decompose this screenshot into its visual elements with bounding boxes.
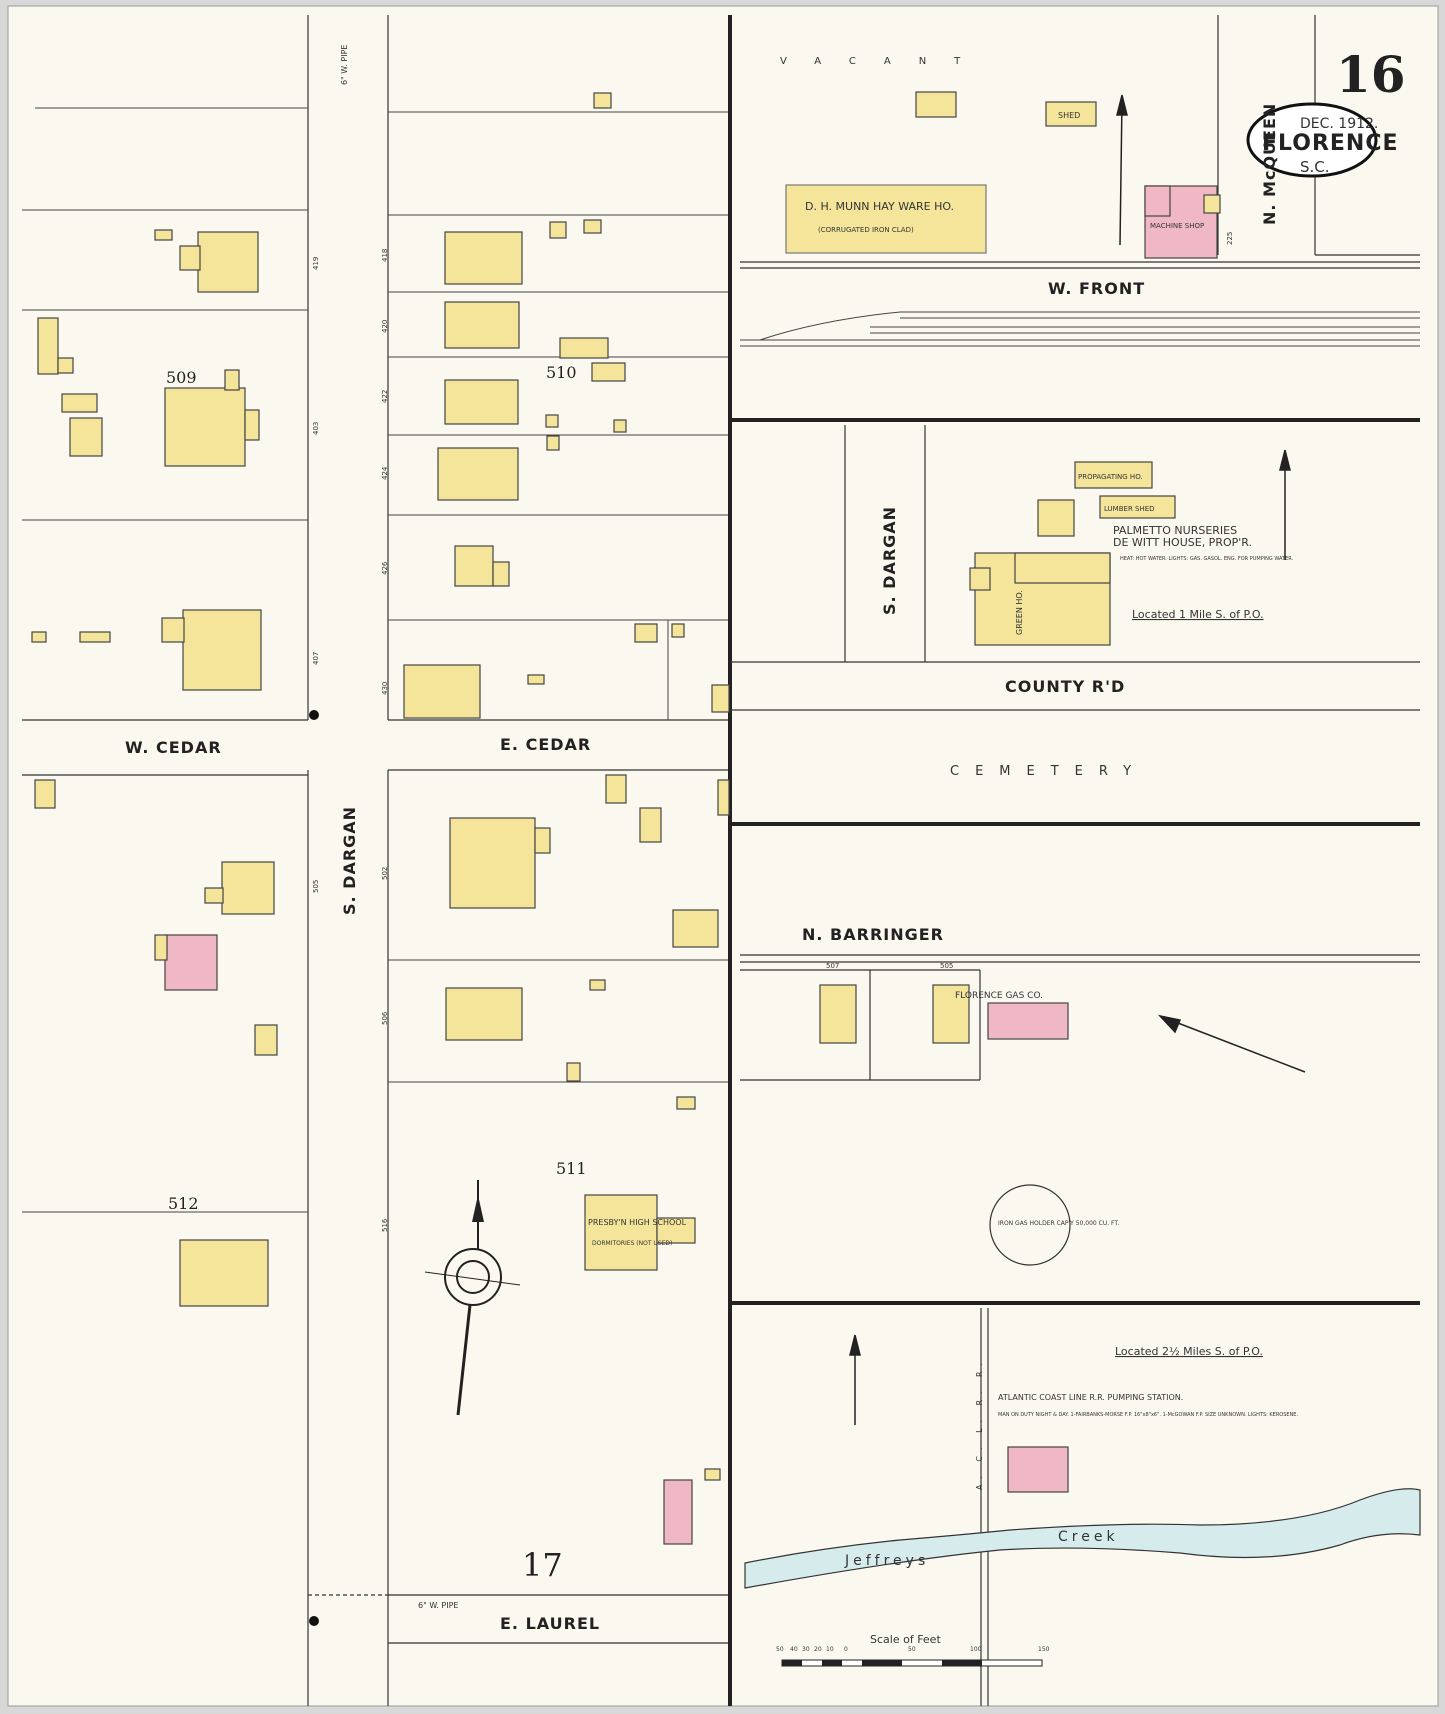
- svg-text:422: 422: [381, 390, 389, 403]
- presby-label: PRESBY'N HIGH SCHOOL: [588, 1218, 687, 1227]
- street-n-barringer: N. BARRINGER: [802, 925, 944, 944]
- scale-bar: [781, 1659, 1043, 1667]
- scale-ticks: 50 40 30 20 10 0 50 100 150: [776, 1646, 1050, 1653]
- hay-warehouse: [785, 184, 987, 254]
- house-numbers: 418 420 422 424 426 430 505 507 502 506 …: [312, 232, 1234, 1232]
- street-e-laurel: E. LAUREL: [500, 1614, 600, 1633]
- machine-shop-label: MACHINE SHOP: [1150, 222, 1204, 230]
- svg-text:50: 50: [908, 1646, 916, 1653]
- svg-text:507: 507: [826, 962, 839, 970]
- svg-text:225: 225: [1226, 232, 1234, 245]
- svg-text:20: 20: [814, 1646, 822, 1653]
- svg-text:506: 506: [381, 1011, 389, 1025]
- nurseries-label: PALMETTO NURSERIES: [1113, 524, 1237, 537]
- pumping-station-label: ATLANTIC COAST LINE R.R. PUMPING STATION…: [998, 1393, 1183, 1402]
- block-509: 509: [166, 368, 197, 387]
- pumping-station: [1007, 1446, 1069, 1493]
- presbyterian-high-school: [584, 1194, 658, 1271]
- shed-label: SHED: [1058, 111, 1080, 120]
- sheet-badge: [1246, 102, 1378, 178]
- street-s-dargan-left: S. DARGAN: [340, 806, 359, 915]
- gas-co-label: FLORENCE GAS CO.: [955, 991, 1043, 1001]
- dwelling-left-c: [182, 609, 262, 691]
- svg-text:505: 505: [940, 962, 953, 970]
- sheet-city: FLORENCE: [1262, 131, 1399, 156]
- located-2-miles: Located 2½ Miles S. of P.O.: [1115, 1345, 1263, 1358]
- dwelling-502: [449, 817, 536, 909]
- scale-label: Scale of Feet: [870, 1633, 941, 1646]
- svg-text:426: 426: [381, 561, 389, 575]
- fire-hydrant-icon: [309, 710, 319, 720]
- svg-text:430: 430: [381, 682, 389, 695]
- sheet-date: DEC. 1912.: [1300, 116, 1378, 132]
- pipe-label-top: 6" W. PIPE: [340, 45, 349, 85]
- gas-holder-label: IRON GAS HOLDER CAP'Y 50,000 CU. FT.: [998, 1220, 1119, 1227]
- svg-text:407: 407: [312, 652, 320, 665]
- nurseries-note: HEAT: HOT WATER. LIGHTS: GAS. GASOL. ENG…: [1120, 556, 1294, 562]
- block-512: 512: [168, 1194, 199, 1213]
- compass-rose-icon: [424, 1180, 521, 1416]
- svg-text:100: 100: [970, 1646, 982, 1653]
- pipe-label-bottom: 6" W. PIPE: [418, 1601, 458, 1610]
- vacant-label: VACANT: [780, 56, 988, 67]
- dwelling-509-a: [197, 231, 259, 293]
- lumber-shed-label: LUMBER SHED: [1104, 505, 1155, 513]
- svg-text:0: 0: [844, 1646, 848, 1653]
- svg-text:502: 502: [381, 867, 389, 880]
- acl-rr-label: A. C. L. R. R.: [975, 1357, 984, 1490]
- street-w-cedar: W. CEDAR: [125, 738, 222, 757]
- gas-holder: [989, 1184, 1071, 1266]
- sheet-ref-17: 17: [522, 1546, 563, 1584]
- rail-lines: [740, 311, 1420, 347]
- creek-label-1: Jeffreys: [844, 1553, 929, 1569]
- cemetery-label: CEMETERY: [950, 764, 1147, 779]
- svg-text:10: 10: [826, 1646, 834, 1653]
- dwelling-509-b: [164, 387, 246, 467]
- svg-text:403: 403: [312, 422, 320, 435]
- fire-hydrant-icon: [309, 1616, 319, 1626]
- svg-text:516: 516: [381, 1218, 389, 1232]
- street-county-rd: COUNTY R'D: [1005, 677, 1125, 696]
- svg-text:419: 419: [312, 257, 320, 270]
- street-e-cedar: E. CEDAR: [500, 735, 591, 754]
- propagating-label: PROPAGATING HO.: [1078, 473, 1143, 481]
- street-w-front: W. FRONT: [1048, 279, 1145, 298]
- creek-label-2: Creek: [1058, 1529, 1119, 1545]
- nurseries-prop: DE WITT HOUSE, PROP'R.: [1113, 536, 1252, 549]
- located-1-mile: Located 1 Mile S. of P.O.: [1132, 608, 1264, 621]
- jeffreys-creek: [744, 1488, 1421, 1589]
- presby-sub: DORMITORIES (NOT USED): [592, 1240, 672, 1247]
- street-n-mcqueen: N. McQUEEN: [1260, 103, 1279, 225]
- sheet-number: 16: [1336, 45, 1406, 104]
- svg-text:420: 420: [381, 320, 389, 333]
- svg-text:40: 40: [790, 1646, 798, 1653]
- sheet-state: S.C.: [1300, 158, 1330, 176]
- green-house-label: GREEN HO.: [1015, 590, 1024, 635]
- pumping-station-note: MAN ON DUTY NIGHT & DAY. 1-FAIRBANKS-MOR…: [998, 1412, 1298, 1418]
- svg-text:505: 505: [312, 880, 320, 893]
- svg-text:30: 30: [802, 1646, 810, 1653]
- block-511: 511: [556, 1159, 587, 1178]
- north-arrow-icon: [849, 94, 1306, 1425]
- block-510: 510: [546, 363, 577, 382]
- brick-dwelling-left: [164, 934, 218, 991]
- svg-text:150: 150: [1038, 1646, 1050, 1653]
- hay-warehouse-sub: (CORRUGATED IRON CLAD): [818, 226, 914, 234]
- street-s-dargan-right: S. DARGAN: [880, 506, 899, 615]
- florence-gas-co: [987, 1002, 1069, 1040]
- svg-text:50: 50: [776, 1646, 784, 1653]
- svg-text:418: 418: [381, 249, 389, 262]
- svg-text:424: 424: [381, 466, 389, 480]
- hay-warehouse-label: D. H. MUNN HAY WARE HO.: [805, 200, 954, 213]
